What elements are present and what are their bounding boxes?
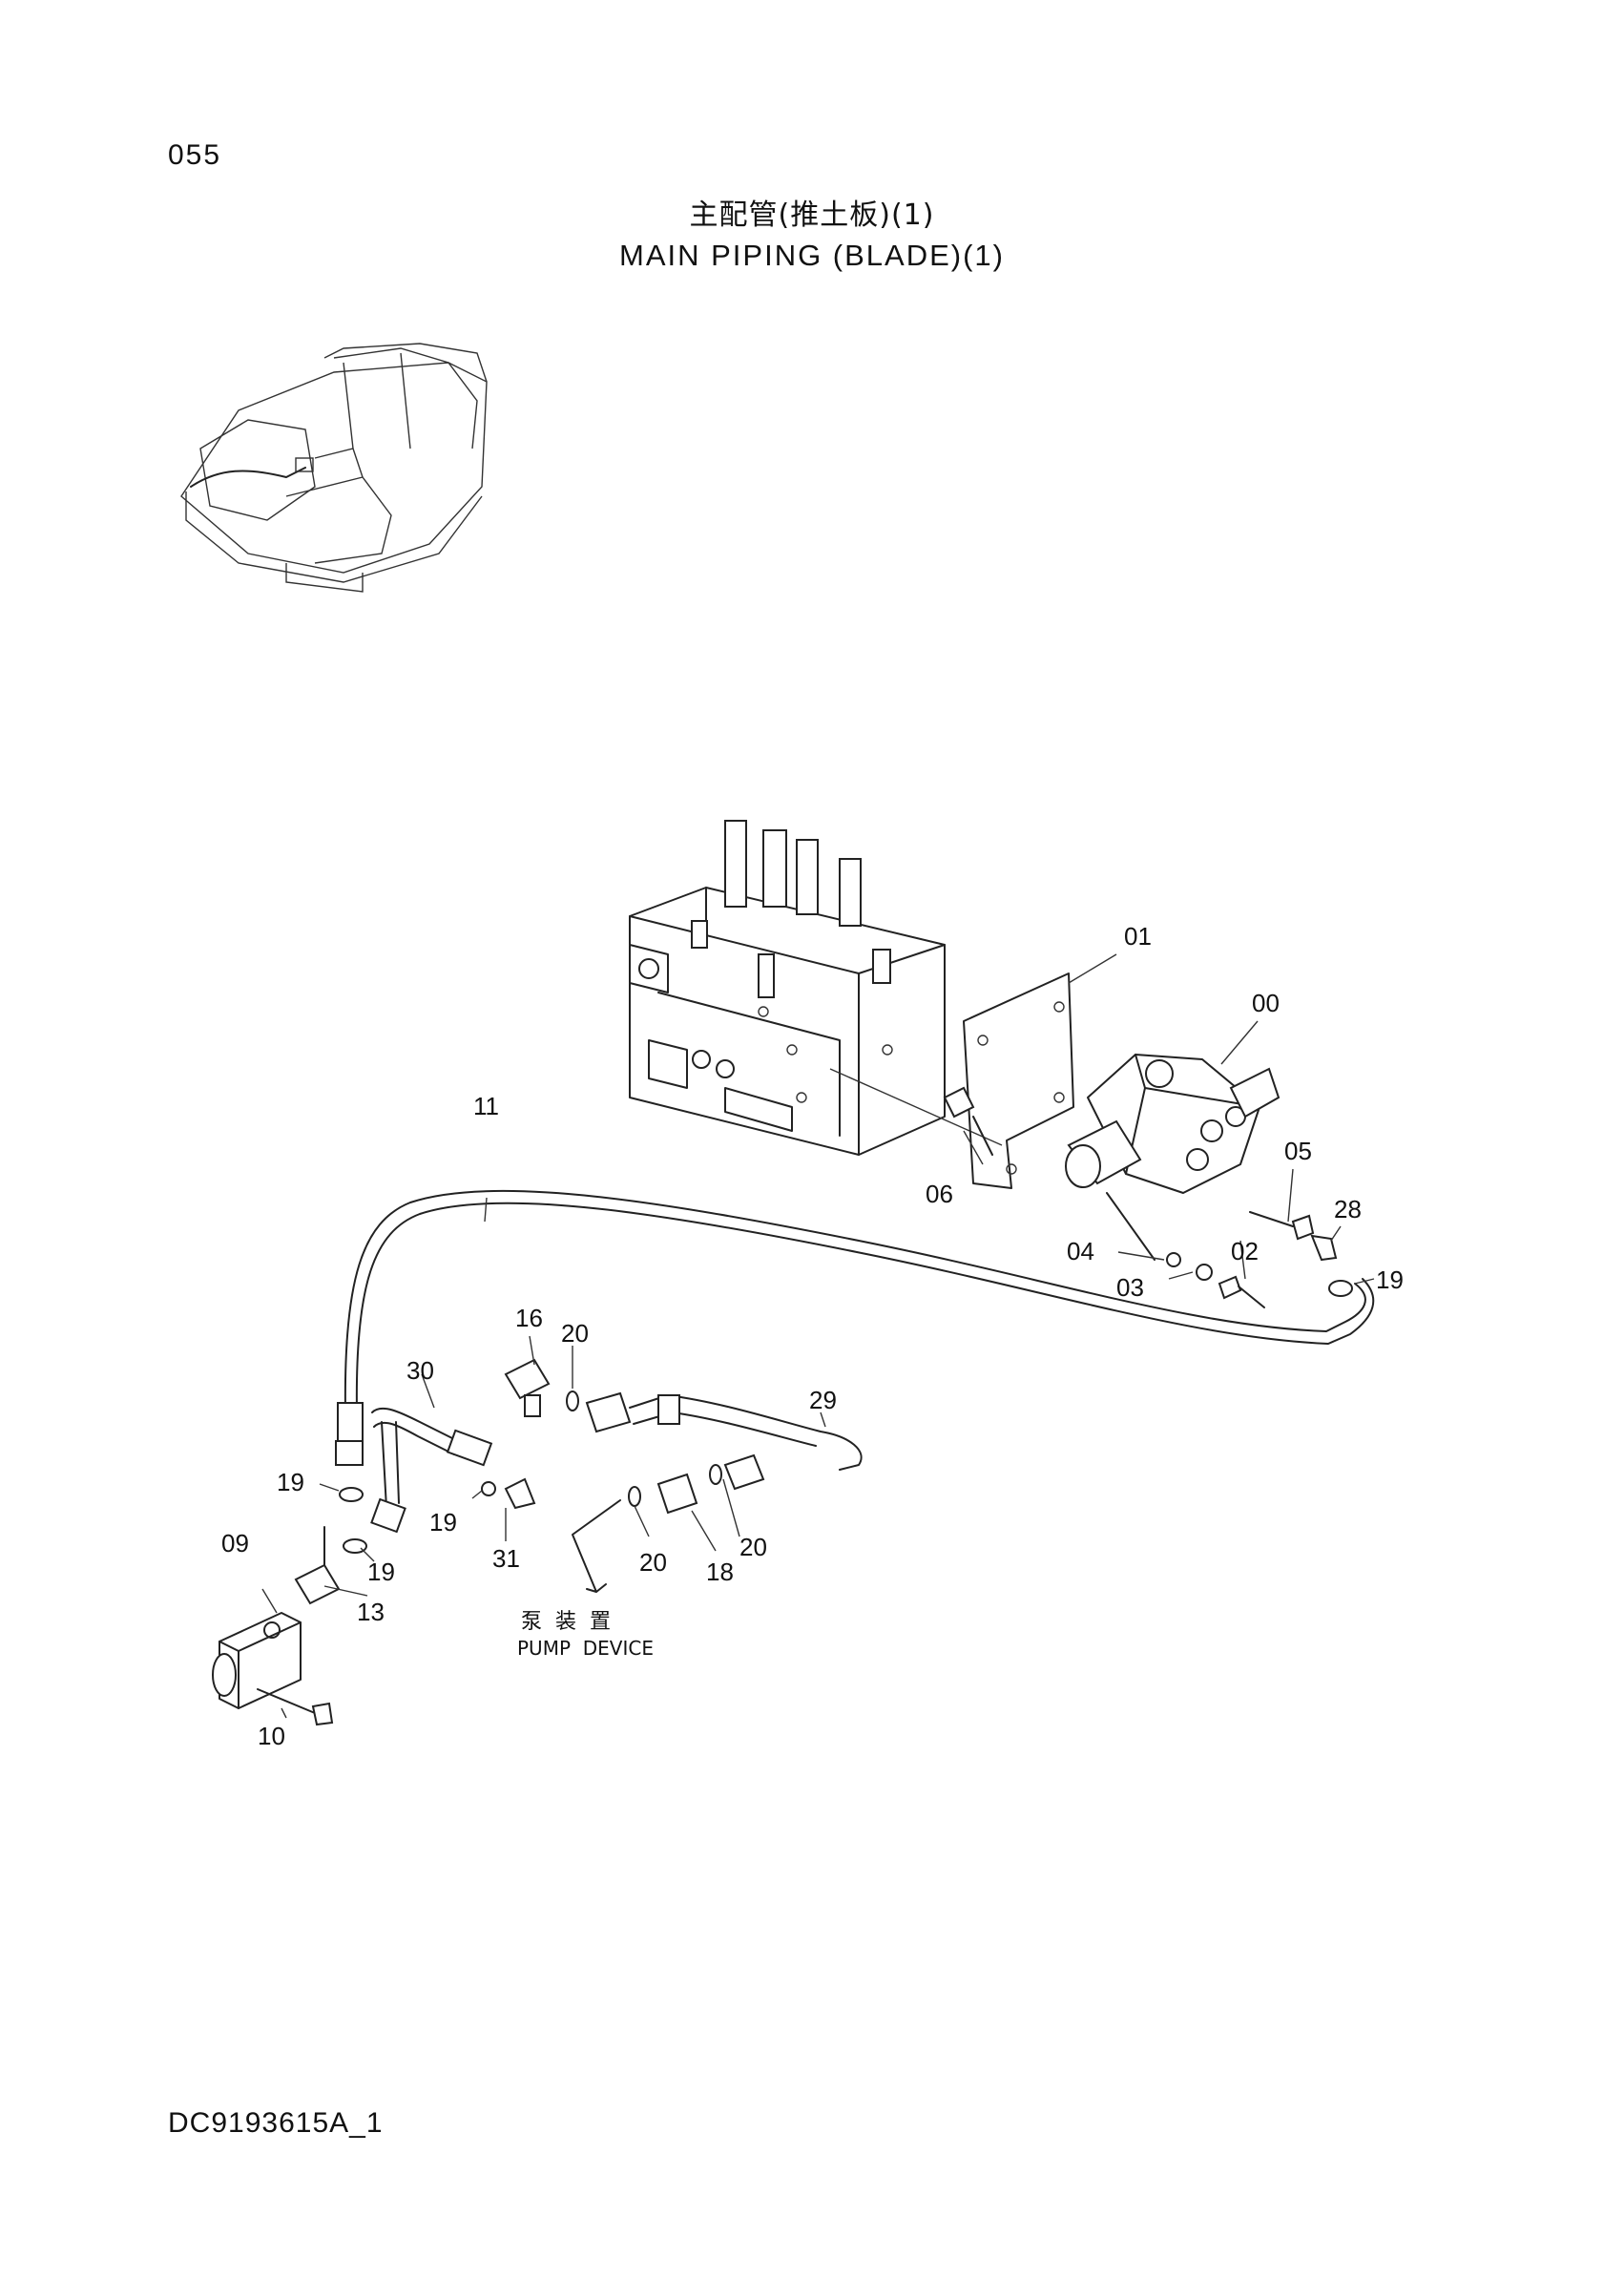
control-valve — [629, 820, 1003, 1156]
callout-30: 30 — [406, 1356, 434, 1385]
callout-06: 06 — [926, 1180, 953, 1208]
callout-03: 03 — [1116, 1273, 1144, 1302]
callout-18: 18 — [706, 1558, 734, 1586]
callout-00: 00 — [1252, 989, 1280, 1017]
callout-05: 05 — [1284, 1137, 1312, 1165]
callout-31: 31 — [492, 1544, 520, 1573]
callout-02: 02 — [1231, 1237, 1259, 1265]
callout-19-bottom: 19 — [367, 1558, 395, 1586]
pump-device-label-en: PUMP DEVICE — [517, 1637, 654, 1660]
leader-lines — [261, 953, 1375, 1719]
callout-16: 16 — [515, 1304, 543, 1332]
selector-valve-00 — [1065, 1054, 1280, 1194]
callout-13: 13 — [357, 1598, 385, 1626]
title-chinese: 主配管(推土板)(1) — [689, 199, 935, 232]
callout-20-bottom: 20 — [639, 1548, 667, 1577]
blade-valve-09 — [212, 1487, 367, 1726]
pump-device-arrow — [572, 1499, 621, 1593]
callout-09: 09 — [221, 1529, 249, 1558]
callout-01: 01 — [1124, 922, 1152, 951]
callout-20-right: 20 — [739, 1533, 767, 1561]
callout-19-mid: 19 — [429, 1508, 457, 1537]
bracket-plate-01 — [963, 972, 1074, 1189]
callout-19-left: 19 — [277, 1468, 304, 1496]
hose-30 — [370, 1407, 493, 1534]
callout-04: 04 — [1067, 1237, 1094, 1265]
excavator-overview-thumbnail — [180, 343, 488, 593]
pump-device-label-cn: 泵 装 置 — [521, 1610, 611, 1634]
callout-19-right: 19 — [1376, 1265, 1404, 1294]
hose-29 — [481, 1358, 863, 1515]
callout-11: 11 — [473, 1092, 499, 1120]
hose-11 — [335, 1189, 1375, 1466]
callout-20-top: 20 — [561, 1319, 589, 1348]
pump-device-label: 泵 装 置 PUMP DEVICE — [517, 1610, 654, 1660]
callout-29: 29 — [809, 1386, 837, 1414]
title-english: MAIN PIPING (BLADE)(1) — [619, 239, 1005, 272]
callout-labels: 01 00 06 05 28 11 19 04 03 02 16 20 30 2… — [221, 922, 1404, 1750]
callout-10: 10 — [258, 1722, 285, 1750]
callout-28: 28 — [1334, 1195, 1362, 1223]
document-code: DC9193615A_1 — [168, 2107, 384, 2139]
page-number: 055 — [168, 139, 222, 171]
small-fittings — [943, 1086, 1353, 1308]
